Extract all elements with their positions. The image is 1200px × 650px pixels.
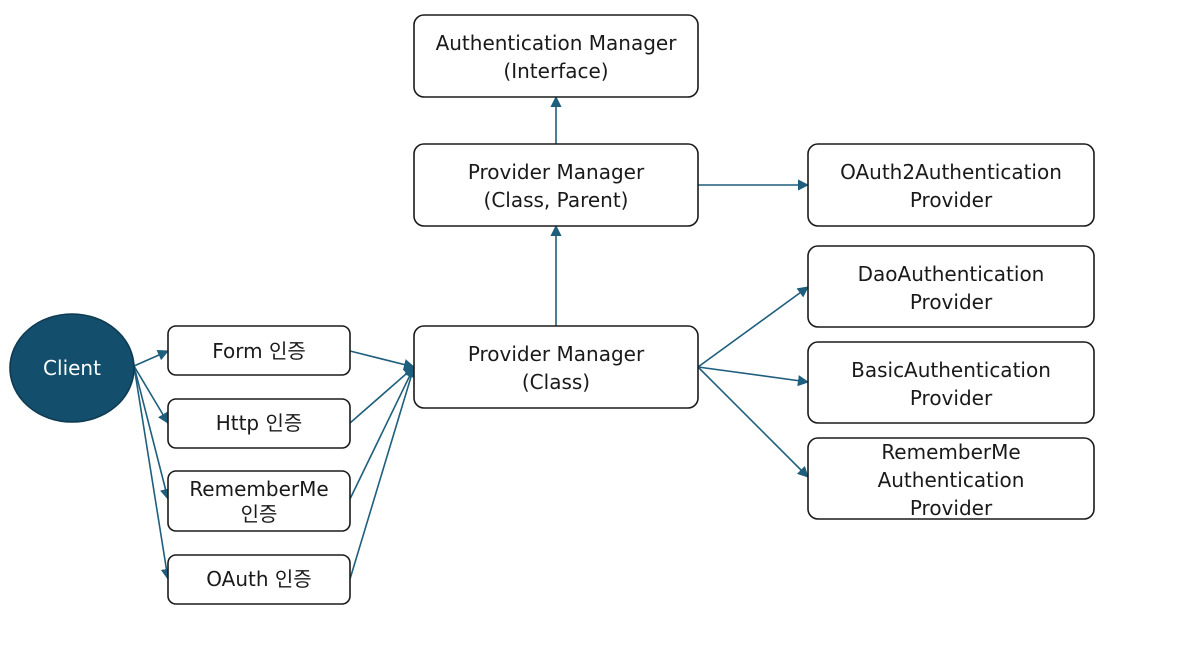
provider-label-line2: Authentication (878, 468, 1025, 492)
method-label: OAuth 인증 (206, 567, 311, 591)
manager-label-line1: Provider Manager (468, 342, 645, 366)
edge-arrow-method-oauth-to-manager-provider-manager (349, 365, 417, 580)
method-box (167, 325, 351, 376)
edge-arrow-client-to-method-oauth (133, 365, 172, 581)
method-label: Http 인증 (216, 411, 303, 435)
provider-box (807, 341, 1095, 424)
edge-arrow-manager-provider-manager-to-provider-basic (697, 366, 810, 387)
provider-box (807, 245, 1095, 328)
provider-label-line3: Provider (910, 496, 993, 520)
edges-layer (133, 95, 810, 581)
provider-label-line1: DaoAuthentication (858, 262, 1045, 286)
manager-label-line1: Authentication Manager (436, 31, 678, 55)
provider-manager-node[interactable]: Provider Manager (Class) (413, 325, 699, 409)
client-ellipse (9, 313, 135, 423)
provider-label-line1: BasicAuthentication (851, 358, 1051, 382)
provider-label-line2: Provider (910, 386, 993, 410)
authentication-manager-node[interactable]: Authentication Manager (Interface) (413, 14, 699, 98)
edge-arrow-method-rememberme-to-manager-provider-manager (349, 365, 415, 500)
edge-arrow-method-http-to-manager-provider-manager (349, 366, 415, 424)
method-node-rememberme[interactable]: RememberMe 인증 (167, 470, 351, 532)
method-box (167, 470, 351, 532)
provider-label-line1: OAuth2Authentication (840, 160, 1062, 184)
manager-box (413, 143, 699, 227)
client-label: Client (43, 356, 101, 380)
provider-manager-parent-node[interactable]: Provider Manager (Class, Parent) (413, 143, 699, 227)
manager-label-line2: (Interface) (503, 59, 608, 83)
provider-node-rememberme[interactable]: RememberMe Authentication Provider (807, 437, 1095, 520)
edge-arrow-manager-provider-manager-to-provider-rememberme (697, 366, 809, 478)
edge-arrow-manager-provider-manager-to-provider-dao (697, 286, 809, 368)
method-node-http[interactable]: Http 인증 (167, 398, 351, 449)
method-box (167, 398, 351, 449)
method-node-form[interactable]: Form 인증 (167, 325, 351, 376)
edge-arrow-client-to-method-rememberme (133, 365, 171, 501)
manager-label-line2: (Class, Parent) (484, 188, 629, 212)
manager-label-line1: Provider Manager (468, 160, 645, 184)
edge-arrow-client-to-method-form (133, 349, 170, 367)
client-node[interactable]: Client (9, 313, 135, 423)
provider-label-line2: Provider (910, 188, 993, 212)
method-label-line2: 인증 (241, 502, 278, 526)
method-label: Form 인증 (212, 339, 306, 363)
method-label-line1: RememberMe (189, 477, 328, 501)
method-box (167, 554, 351, 605)
provider-label-line1: RememberMe (881, 440, 1020, 464)
edge-arrow-method-form-to-manager-provider-manager (349, 350, 416, 370)
provider-node-basic[interactable]: BasicAuthentication Provider (807, 341, 1095, 424)
provider-node-oauth2[interactable]: OAuth2Authentication Provider (807, 143, 1095, 227)
provider-node-dao[interactable]: DaoAuthentication Provider (807, 245, 1095, 328)
provider-box (807, 143, 1095, 227)
edge-arrow-client-to-method-http (133, 365, 169, 424)
provider-label-line2: Provider (910, 290, 993, 314)
manager-box (413, 14, 699, 98)
manager-label-line2: (Class) (522, 370, 590, 394)
method-node-oauth[interactable]: OAuth 인증 (167, 554, 351, 605)
provider-box (807, 437, 1095, 520)
manager-box (413, 325, 699, 409)
